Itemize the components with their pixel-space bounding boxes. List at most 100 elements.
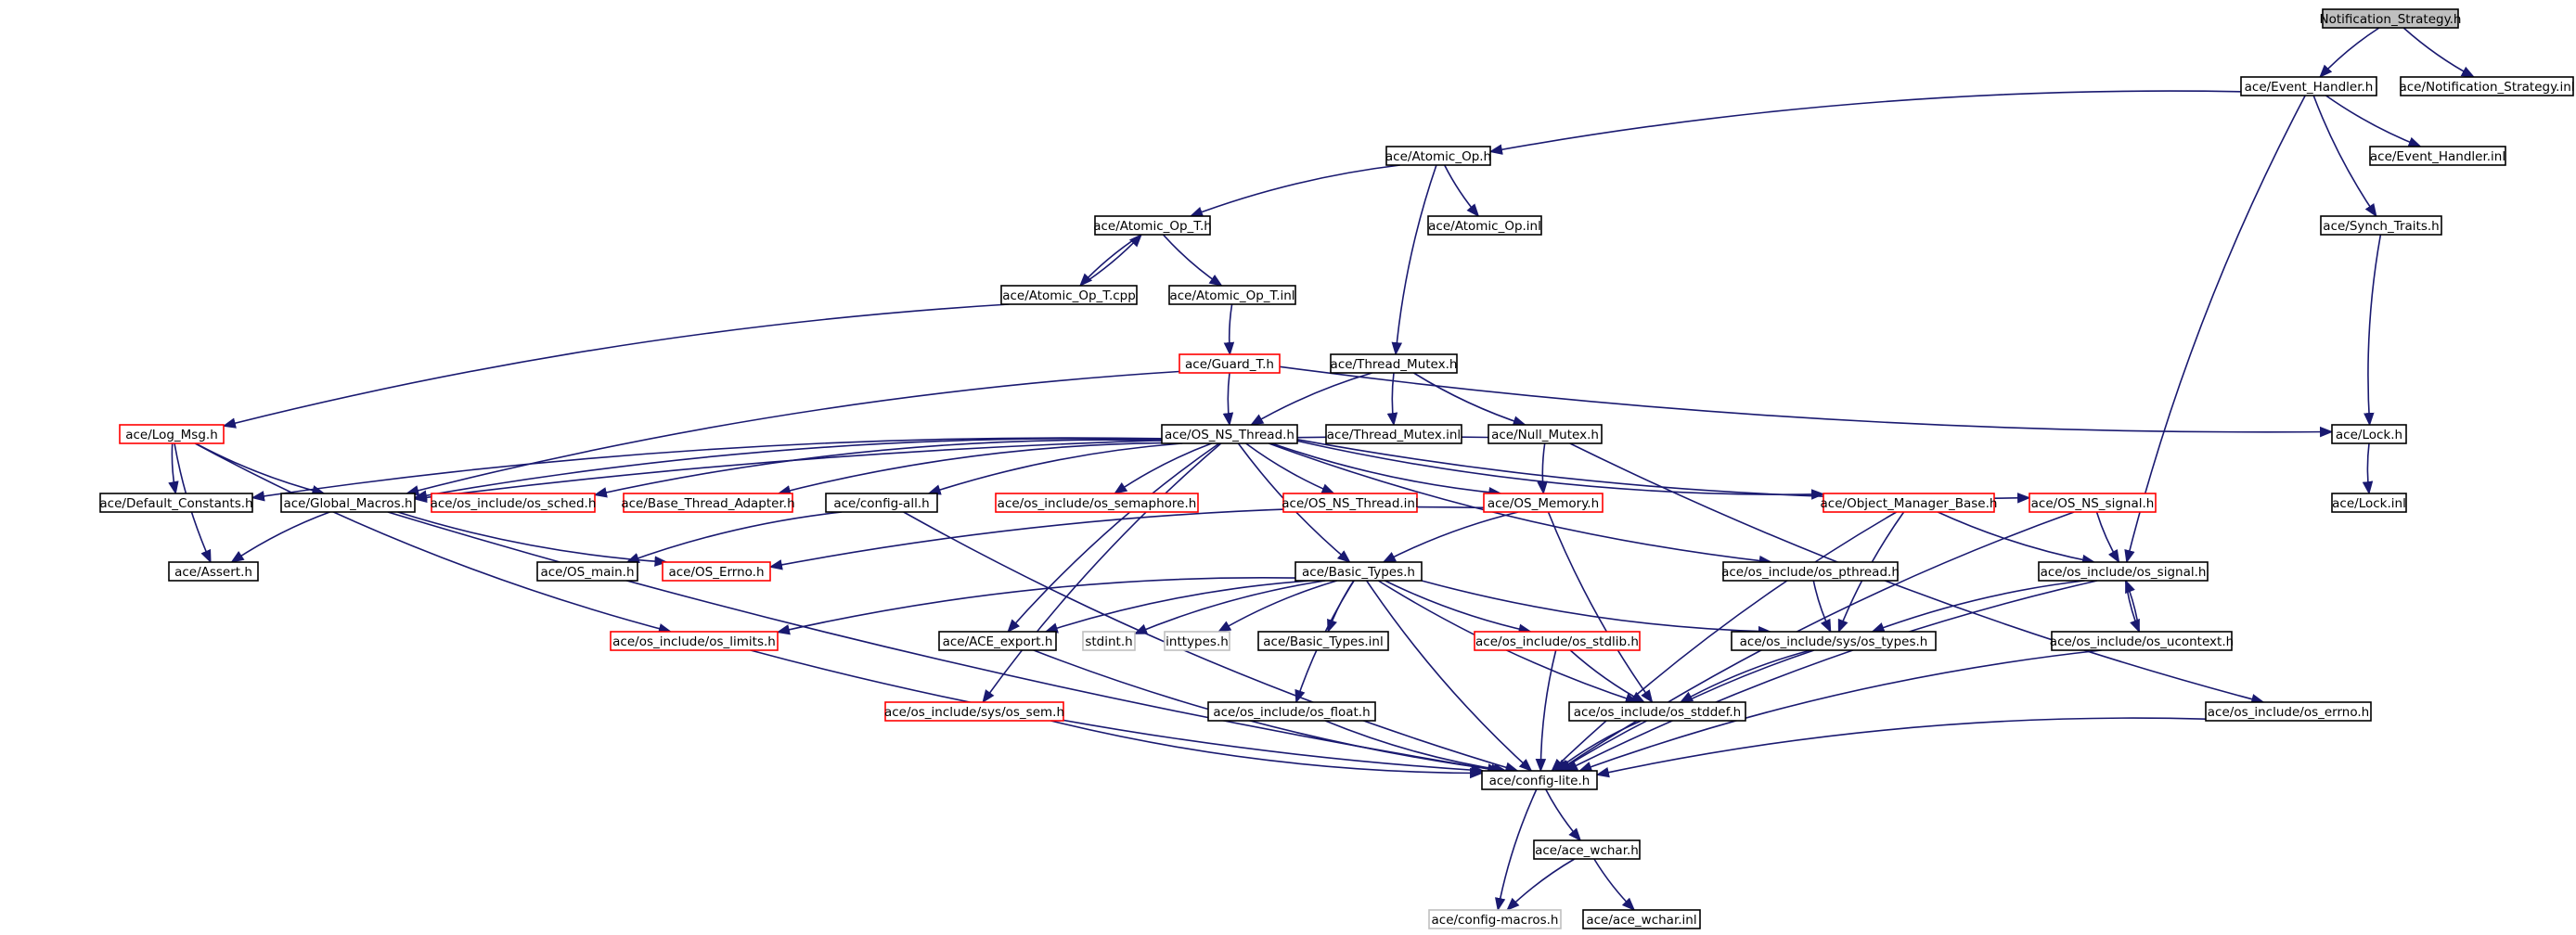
node-atomic-op-h[interactable]: ace/Atomic_Op.h [1385,146,1491,166]
edge-log_msg_h-to-default_constants_h [168,442,179,495]
node-atomic-op-t-cpp[interactable]: ace/Atomic_Op_T.cpp [1000,285,1138,305]
node-label: ace/os_include/os_limits.h [612,634,776,649]
node-os-ns-signal-h[interactable]: ace/OS_NS_signal.h [2029,493,2157,513]
edge-os_stdlib_h-to-config_lite_h [1535,649,1557,773]
edge-basic_types_h-to-stdint_h [1133,580,1326,634]
node-notification-strategy-inl[interactable]: ace/Notification_Strategy.inl [2399,76,2575,96]
node-os-errno-h-trunc[interactable]: ace/OS_Errno.h [662,561,771,582]
node-null-mutex-h[interactable]: ace/Null_Mutex.h [1488,424,1603,444]
node-atomic-op-inl[interactable]: ace/Atomic_Op.inl [1427,215,1542,236]
edge-lock_h-to-lock_inl [2362,442,2374,495]
edge-atomic_op_t_cpp-to-atomic_op_t_h [1079,233,1142,287]
edge-os_memory_h-to-basic_types_h [1382,511,1519,563]
node-label: ace/config-macros.h [1432,913,1559,928]
node-notification-strategy-h[interactable]: Notification_Strategy.h [2320,8,2462,29]
edge-event_handler_h-to-atomic_op_h [1488,90,2242,155]
node-os-ns-thread-h[interactable]: ace/OS_NS_Thread.h [1161,424,1298,444]
node-os-ucontext-h[interactable]: ace/os_include/os_ucontext.h [2050,631,2234,651]
edge-os_sem_h-to-config_lite_h [1050,720,1484,779]
node-lock-h[interactable]: ace/Lock.h [2331,424,2407,444]
edge-os_ucontext_h-to-config_lite_h [1578,649,2102,773]
node-box [1325,424,1462,444]
node-inttypes-h: inttypes.h [1164,631,1230,651]
node-event-handler-inl[interactable]: ace/Event_Handler.inl [2369,146,2506,166]
node-os-pthread-h[interactable]: ace/os_include/os_pthread.h [1721,561,1900,582]
node-label: ace/Object_Manager_Base.h [1821,496,1998,511]
edge-thread_mutex_h-to-thread_mutex_inl [1386,372,1398,427]
node-guard-t-h[interactable]: ace/Guard_T.h [1179,353,1281,374]
node-box [1488,424,1603,444]
node-event-handler-h[interactable]: ace/Event_Handler.h [2240,76,2377,96]
edge-config_all_h-to-config_lite_h [903,511,1519,773]
edge-global_macros_h-to-config_lite_h [387,511,1501,775]
edge-os_ns_signal_h-to-os_signal_h [2095,511,2120,564]
node-ace-wchar-h[interactable]: ace/ace_wchar.h [1533,839,1641,860]
node-box [1483,493,1604,513]
node-lock-inl[interactable]: ace/Lock.inl [2331,493,2407,513]
node-base-thread-adapter-h[interactable]: ace/Base_Thread_Adapter.h [621,493,795,513]
node-thread-mutex-h[interactable]: ace/Thread_Mutex.h [1330,353,1458,374]
edge-os_ns_thread_h-to-os_memory_h [1271,442,1502,498]
edge-basic_types_h-to-config_lite_h [1366,580,1533,772]
node-thread-mutex-inl[interactable]: ace/Thread_Mutex.inl [1325,424,1462,444]
node-atomic-op-t-h[interactable]: ace/Atomic_Op_T.h [1093,215,1212,236]
node-os-memory-h[interactable]: ace/OS_Memory.h [1483,493,1604,513]
node-box [2051,631,2233,651]
node-box [1000,285,1138,305]
node-os-signal-h[interactable]: ace/os_include/os_signal.h [2038,561,2209,582]
edge-os_ns_thread_h-to-os_sem_h [982,442,1222,704]
edge-object_manager_base_h-to-config_lite_h [1551,511,1898,772]
edge-os_ns_thread_h-to-config_all_h [927,442,1183,495]
edge-os_stdlib_h-to-os_stddef_h [1569,649,1646,703]
edge-thread_mutex_h-to-null_mutex_h [1412,372,1526,427]
node-basic-types-inl[interactable]: ace/Basic_Types.inl [1257,631,1389,651]
node-os-stddef-h[interactable]: ace/os_include/os_stddef.h [1568,701,1746,722]
node-box [1257,631,1389,651]
node-os-sched-h[interactable]: ace/os_include/os_sched.h [431,493,597,513]
node-ace-export-h[interactable]: ace/ACE_export.h [938,631,1057,651]
node-log-msg-h[interactable]: ace/Log_Msg.h [119,424,225,444]
node-box [1294,561,1423,582]
edge-atomic_op_t_inl-to-guard_t_h [1223,303,1235,356]
node-assert-h[interactable]: ace/Assert.h [168,561,259,582]
node-label: ace/Event_Handler.inl [2370,149,2505,164]
node-ace-wchar-inl[interactable]: ace/ace_wchar.inl [1582,909,1701,929]
node-box [1731,631,1937,651]
node-object-manager-base-h[interactable]: ace/Object_Manager_Base.h [1821,493,1998,513]
node-os-stdlib-h[interactable]: ace/os_include/os_stdlib.h [1474,631,1641,651]
node-box [2205,701,2372,722]
node-default-constants-h[interactable]: ace/Default_Constants.h [99,493,253,513]
node-os-limits-h[interactable]: ace/os_include/os_limits.h [610,631,779,651]
node-label: ace/Atomic_Op.inl [1428,219,1541,234]
edge-os_ucontext_h-to-os_signal_h [2124,579,2141,633]
node-os-sem-h[interactable]: ace/os_include/sys/os_sem.h [884,701,1064,722]
edge-atomic_op_t_cpp-to-log_msg_h [222,303,1010,429]
node-os-main-h[interactable]: ace/OS_main.h [536,561,638,582]
node-atomic-op-t-inl[interactable]: ace/Atomic_Op_T.inl [1168,285,1296,305]
node-label: ace/config-all.h [833,496,929,511]
node-label: ace/OS_NS_Thread.inl [1282,496,1418,511]
node-config-macros-h: ace/config-macros.h [1428,909,1562,929]
node-os-semaphore-h[interactable]: ace/os_include/os_semaphore.h [995,493,1199,513]
node-label: ace/os_include/os_errno.h [2208,705,2369,720]
node-label: ace/Guard_T.h [1185,357,1274,372]
node-os-types-h[interactable]: ace/os_include/sys/os_types.h [1731,631,1937,651]
edge-object_manager_base_h-to-os_signal_h [1937,511,2096,566]
node-basic-types-h[interactable]: ace/Basic_Types.h [1294,561,1423,582]
edge-null_mutex_h-to-os_include_os_errno_h [1569,442,2265,705]
node-box [2331,493,2407,513]
node-label: ace/Assert.h [174,565,252,580]
node-config-lite-h[interactable]: ace/config-lite.h [1481,770,1598,790]
node-synch-traits-h[interactable]: ace/Synch_Traits.h [2320,215,2442,236]
edge-ace_wchar_h-to-ace_wchar_inl [1593,858,1636,912]
edge-os_memory_h-to-os_stddef_h [1547,511,1654,704]
node-label: inttypes.h [1166,634,1229,649]
node-os-float-h[interactable]: ace/os_include/os_float.h [1207,701,1376,722]
node-box [1722,561,1899,582]
node-label: ace/Basic_Types.inl [1263,634,1383,649]
node-box [2331,424,2407,444]
node-global-macros-h[interactable]: ace/Global_Macros.h [280,493,416,513]
node-os-include-os-errno-h[interactable]: ace/os_include/os_errno.h [2205,701,2372,722]
node-os-ns-thread-inl[interactable]: ace/OS_NS_Thread.inl [1282,493,1419,513]
node-config-all-h[interactable]: ace/config-all.h [825,493,938,513]
